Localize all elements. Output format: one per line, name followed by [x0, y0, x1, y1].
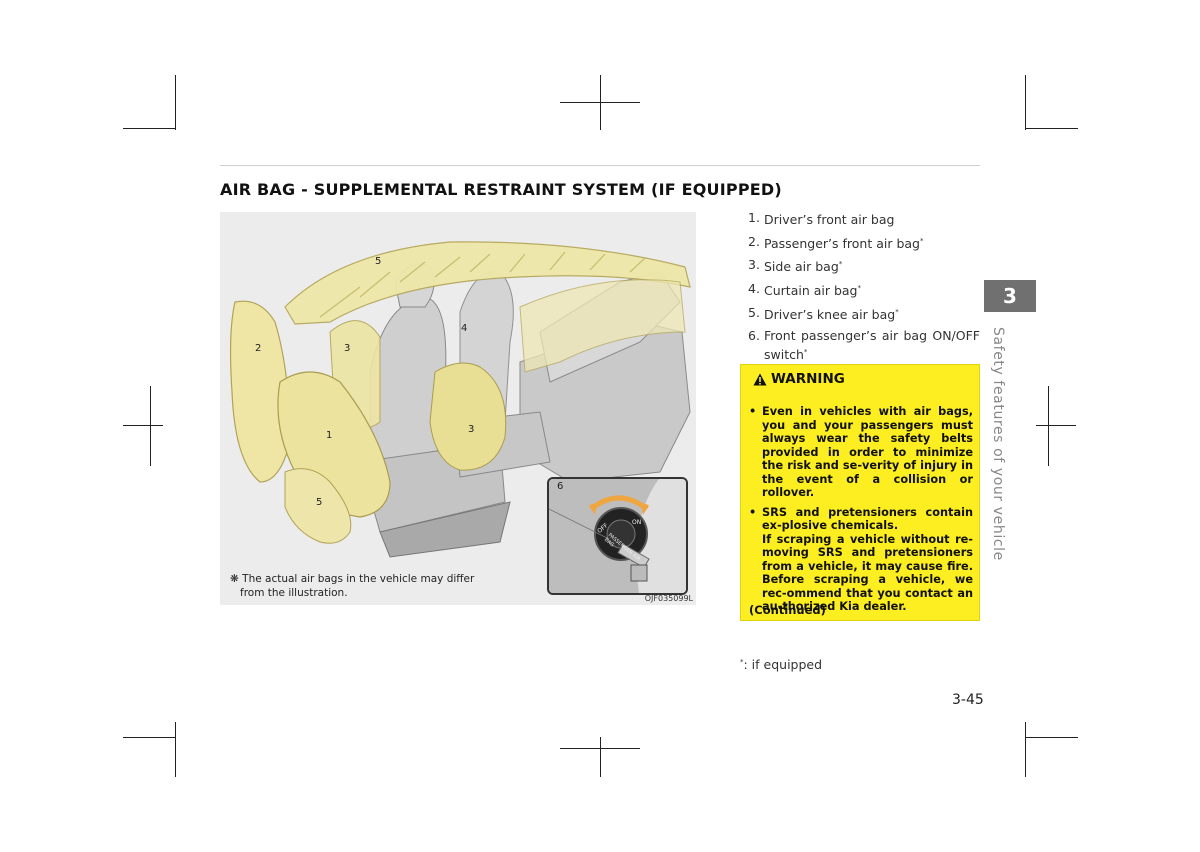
list-item: 6.Front passenger’s air bag ON/OFF switc…	[748, 328, 980, 363]
footnote: *: if equipped	[740, 657, 823, 672]
callout-4-top: 5	[375, 256, 382, 267]
callout-3-left: 3	[344, 343, 351, 354]
airbag-illustration: 5 2 3 4 1 3 5 6 OFF ON PASSENGER AIR BAG…	[220, 212, 696, 605]
callout-4-middle: 4	[461, 323, 468, 334]
warning-body: • Even in vehicles with air bags, you an…	[749, 405, 973, 620]
figure-code: OJF035099L	[644, 594, 693, 603]
vehicle-interior-drawing	[229, 241, 691, 558]
crop-mark	[1025, 722, 1026, 777]
crop-mark	[123, 425, 163, 426]
airbag-list: 1.Driver’s front air bag 2.Passenger’s f…	[748, 209, 980, 368]
list-item: 4.Curtain air bag*	[748, 280, 861, 299]
crop-mark	[560, 748, 640, 749]
note-line1: The actual air bags in the vehicle may d…	[242, 573, 475, 585]
callout-1: 1	[326, 430, 333, 441]
warning-item: • SRS and pretensioners contain ex-plosi…	[749, 505, 973, 614]
warning-item: • Even in vehicles with air bags, you an…	[749, 405, 973, 499]
warning-box: WARNING • Even in vehicles with air bags…	[740, 364, 980, 621]
figure-note: ❋ The actual air bags in the vehicle may…	[230, 572, 474, 600]
crop-mark	[600, 737, 601, 777]
header-rule	[220, 165, 980, 166]
list-item: 3.Side air bag*	[748, 257, 843, 275]
callout-2: 2	[255, 343, 262, 354]
crop-mark	[175, 722, 176, 777]
page-title: AIR BAG - SUPPLEMENTAL RESTRAINT SYSTEM …	[220, 180, 782, 199]
crop-mark	[1036, 425, 1076, 426]
chapter-title: Safety features of your vehicle	[990, 327, 1006, 561]
list-item: 5.Driver’s knee air bag*	[748, 304, 899, 322]
chapter-number-tab: 3	[984, 280, 1036, 312]
crop-mark	[1048, 386, 1049, 466]
crop-mark	[123, 128, 176, 129]
crop-mark	[1025, 737, 1078, 738]
crop-mark	[150, 386, 151, 466]
note-line2: from the illustration.	[240, 587, 348, 599]
list-item: 2.Passenger’s front air bag*	[748, 233, 924, 251]
warning-continued: (Continued)	[749, 603, 826, 617]
page-number: 3-45	[952, 692, 984, 708]
crop-mark	[1025, 75, 1026, 130]
warning-triangle-icon	[753, 373, 767, 385]
switch-on-label: ON	[632, 519, 642, 526]
crop-mark	[1025, 128, 1078, 129]
crop-mark	[175, 75, 176, 130]
switch-inset: 6 OFF ON PASSENGER AIR BAG	[547, 477, 688, 595]
note-symbol: ❋	[230, 573, 239, 585]
callout-5: 5	[316, 497, 323, 508]
crop-mark	[123, 737, 176, 738]
callout-3-right: 3	[468, 424, 475, 435]
warning-heading: WARNING	[753, 371, 845, 387]
crop-mark	[560, 102, 640, 103]
switch-drawing	[549, 479, 686, 593]
list-item: 1.Driver’s front air bag	[748, 210, 895, 228]
callout-6: 6	[557, 481, 564, 492]
